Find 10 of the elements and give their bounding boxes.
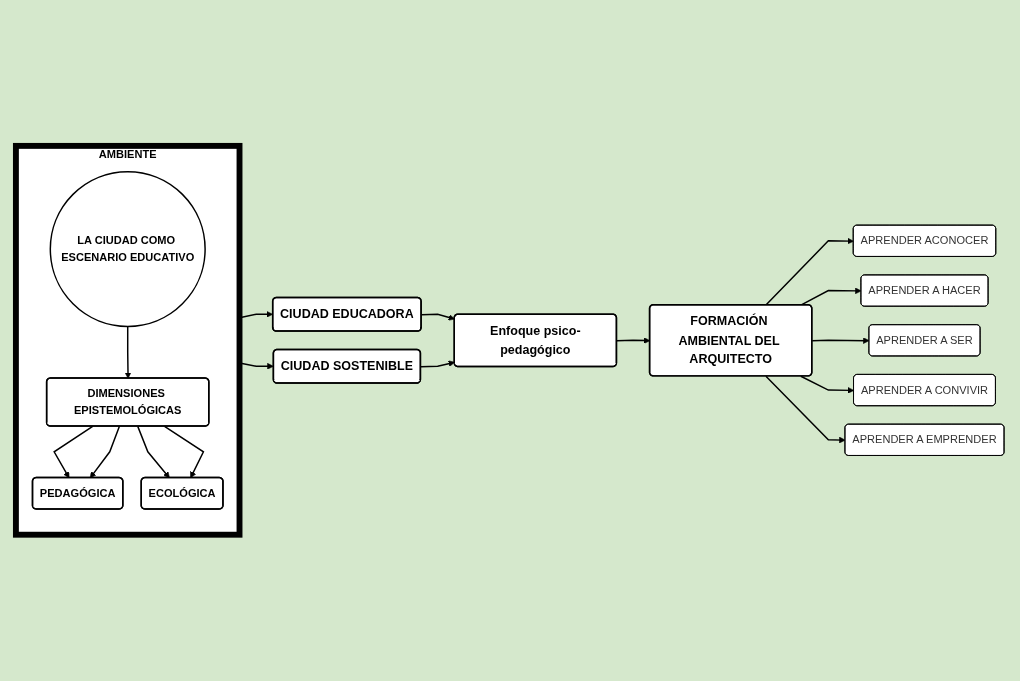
arrow bbox=[137, 425, 170, 479]
arrow bbox=[765, 375, 846, 444]
node-circle: LA CIUDAD COMO ESCENARIO EDUCATIVO bbox=[49, 171, 206, 328]
arrow bbox=[420, 360, 455, 368]
arrow bbox=[800, 375, 855, 394]
arrow bbox=[89, 425, 121, 479]
arrow bbox=[124, 325, 132, 379]
arrow bbox=[53, 425, 94, 479]
arrow bbox=[163, 425, 205, 479]
arrow bbox=[811, 337, 870, 345]
